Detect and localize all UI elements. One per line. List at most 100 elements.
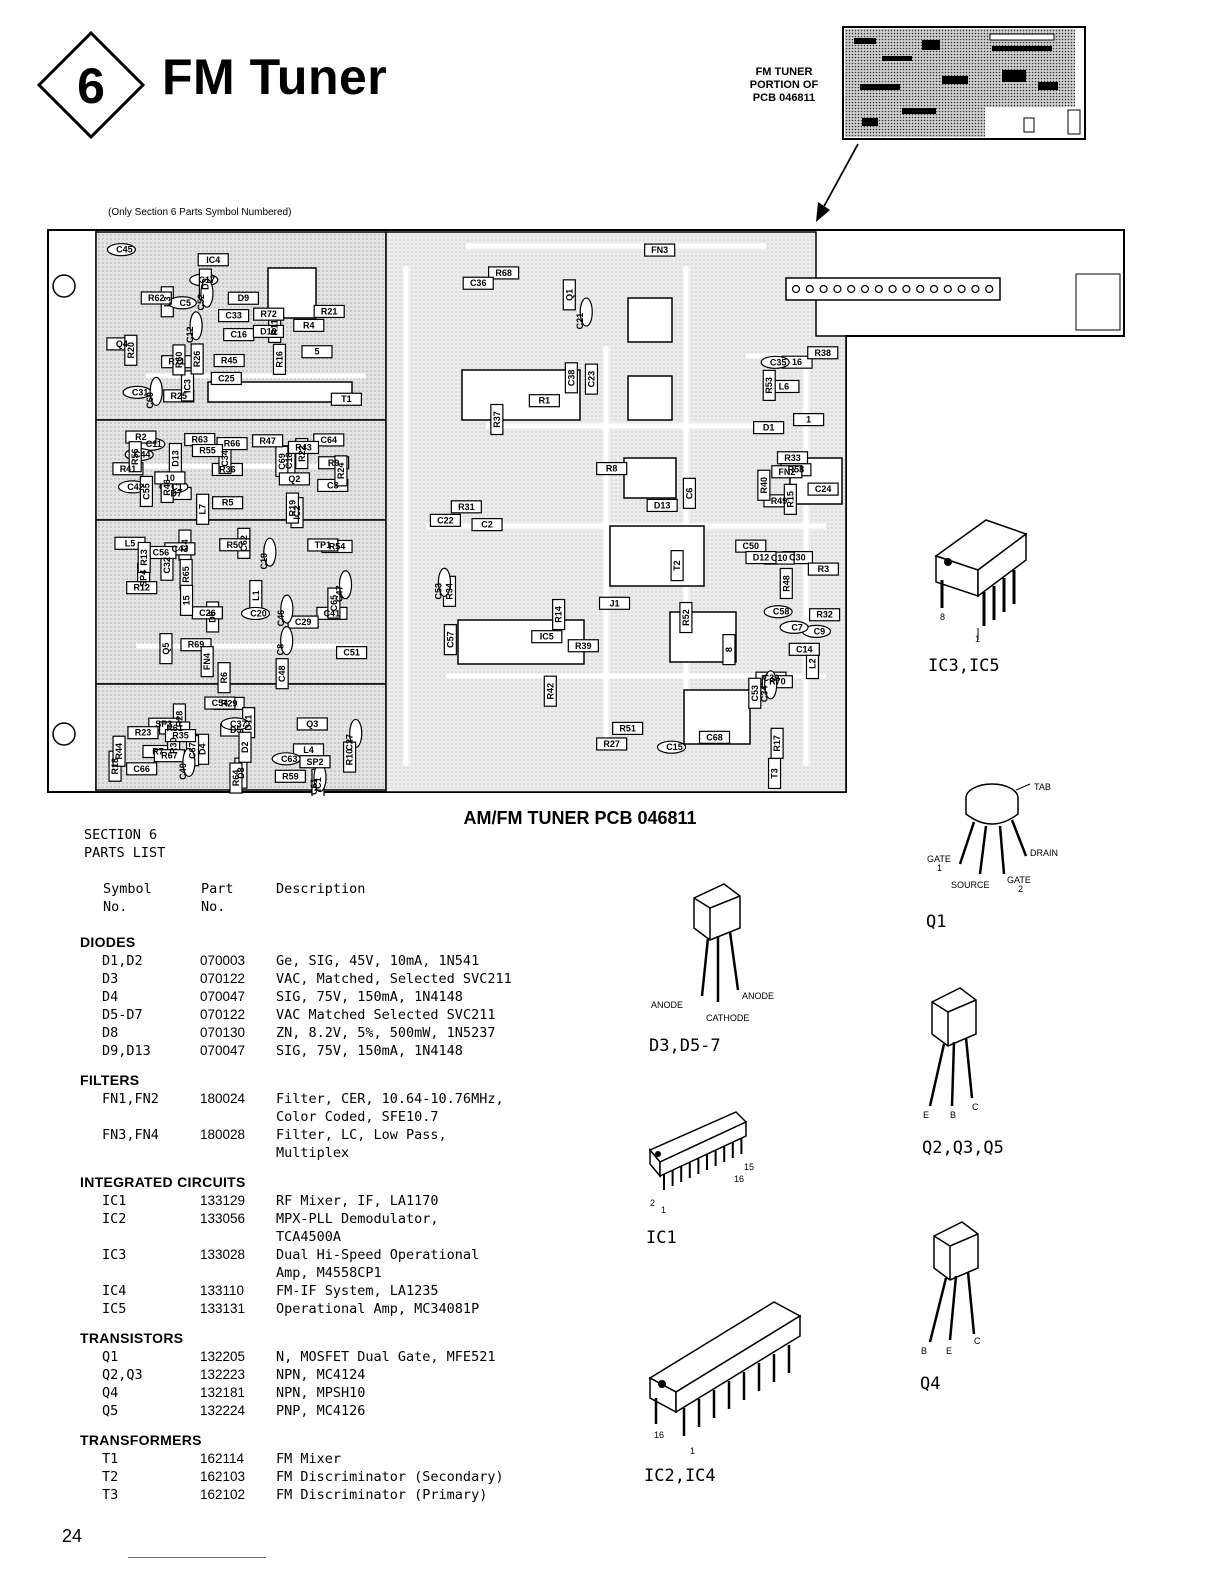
pcb-component-label: C34 [760, 686, 770, 703]
symbol-cell: D9,D13 [102, 1043, 151, 1059]
connector-pin [902, 284, 911, 294]
pcb-component [213, 353, 245, 368]
ic1-package-drawing [648, 1111, 748, 1190]
pcb-component [189, 311, 203, 341]
pcb-component [227, 291, 259, 305]
pcb-component-label: R54 [329, 541, 346, 551]
pcb-component [779, 567, 793, 600]
pcb-component [788, 642, 820, 656]
pcb-component-label: R53 [764, 377, 774, 394]
pcb-component-label: C38 [566, 370, 576, 387]
pcb-component-label: D6 [208, 611, 218, 623]
pcb-component-label: C20 [250, 608, 267, 618]
pcb-component-label: T3 [770, 768, 780, 779]
pcb-component-label: C66 [133, 764, 150, 774]
pcb-component-label: C53 [433, 583, 443, 600]
pcb-component-label: R11 [270, 319, 280, 335]
pcb-component-label: L3 [162, 297, 172, 308]
pcb-component-label: R70 [769, 677, 786, 687]
pcb-component-label: C25 [218, 373, 235, 383]
pcb-component-label: R37 [492, 411, 502, 428]
pcb-component-label: C47 [335, 585, 345, 602]
pcb-component [771, 465, 803, 479]
package-label: Q2,Q3,Q5 [922, 1138, 1004, 1158]
pin-label: CATHODE [706, 1013, 750, 1023]
q4-package-drawing [928, 1221, 979, 1343]
pcb-component-label: D10 [260, 326, 277, 336]
page-title: FM Tuner [162, 49, 388, 105]
connector-pin [971, 284, 980, 294]
pcb-component [180, 370, 195, 402]
pcb-component-label: R61 [166, 723, 183, 733]
symbol-cell: D4 [102, 989, 119, 1005]
symbol-cell: T3 [102, 1487, 119, 1503]
pcb-component-label: R41 [120, 464, 137, 474]
pcb-component [429, 513, 461, 527]
pcb-component [126, 762, 158, 776]
pin-label: C [972, 1102, 979, 1112]
pcb-component-label: T1 [341, 394, 352, 404]
pcb-component-label: C33 [225, 311, 242, 321]
pcb-component-label: C29 [295, 617, 312, 627]
pcb-component-label: L7 [198, 504, 208, 515]
pcb-component-label: R46 [162, 479, 172, 496]
pin-label: 16 [734, 1174, 745, 1184]
pcb-component-label: C18 [284, 452, 294, 469]
pcb-component-label: C22 [437, 515, 454, 525]
pcb-component-label: R26 [192, 351, 202, 368]
column-header-symbol: Symbol No. [103, 880, 152, 916]
pcb-component-label: R27 [603, 739, 620, 749]
pcb-component-label: TP1 [315, 540, 332, 550]
pcb-component [596, 737, 628, 751]
pcb-component-label: R17 [772, 735, 782, 752]
pcb-component [272, 343, 287, 375]
pcb-component-label: 5 [314, 347, 319, 357]
pcb-component-label: C64 [321, 435, 338, 445]
description-cell: Dual Hi-Speed Operational [276, 1247, 480, 1263]
pcb-component [219, 538, 251, 552]
description-cell: NPN, MPSH10 [276, 1385, 366, 1401]
symbol-cell: Q1 [102, 1349, 119, 1365]
connector-pin [874, 284, 883, 294]
pcb-component-label: L4 [303, 745, 314, 755]
pcb-component [783, 483, 797, 515]
pcb-component [682, 477, 696, 509]
pcb-component-label: C52 [196, 294, 206, 311]
pcb-component-label: R23 [135, 728, 152, 738]
pcb-component-label: SP4 [139, 570, 149, 587]
section-number-diamond-icon: 6 [36, 30, 146, 140]
pcb-component-label: R52 [681, 609, 691, 626]
pin-label: E [923, 1110, 930, 1120]
symbol-cell: T2 [102, 1469, 119, 1485]
pcb-component-label: C15 [666, 742, 683, 752]
pcb-component-label: C67 [188, 742, 198, 759]
pcb-component [204, 696, 236, 710]
pcb-component [335, 646, 368, 660]
pcb-component-label: R30 [169, 737, 179, 754]
pin-label: 15 [744, 1162, 755, 1172]
pcb-component-label: D7 [170, 488, 182, 498]
pin-label: 2 [1018, 884, 1024, 894]
pcb-component [164, 729, 197, 743]
pcb-component-label: R25 [170, 391, 187, 401]
pcb-component-label: R60 [174, 352, 184, 369]
pcb-component-label: R14 [554, 606, 564, 623]
pcb-component-label: C9 [814, 626, 826, 636]
description-cell: Filter, CER, 10.64-10.76MHz, [276, 1091, 504, 1107]
pcb-component [644, 243, 676, 257]
description-cell: TCA4500A [276, 1229, 342, 1245]
pcb-component-label: R71 [168, 357, 185, 367]
pcb-component-label: R5 [222, 498, 234, 508]
pcb-component-label: R22 [297, 445, 307, 462]
pcb-component-label: D9 [238, 293, 250, 303]
part-number-cell: 180028 [200, 1127, 246, 1142]
pcb-component [584, 363, 599, 395]
column-header-part: Part No. [201, 880, 234, 916]
pcb-component [770, 727, 784, 759]
pcb-component-label: C24 [815, 484, 832, 494]
pcb-component [612, 721, 644, 736]
connector-pin [847, 284, 856, 294]
